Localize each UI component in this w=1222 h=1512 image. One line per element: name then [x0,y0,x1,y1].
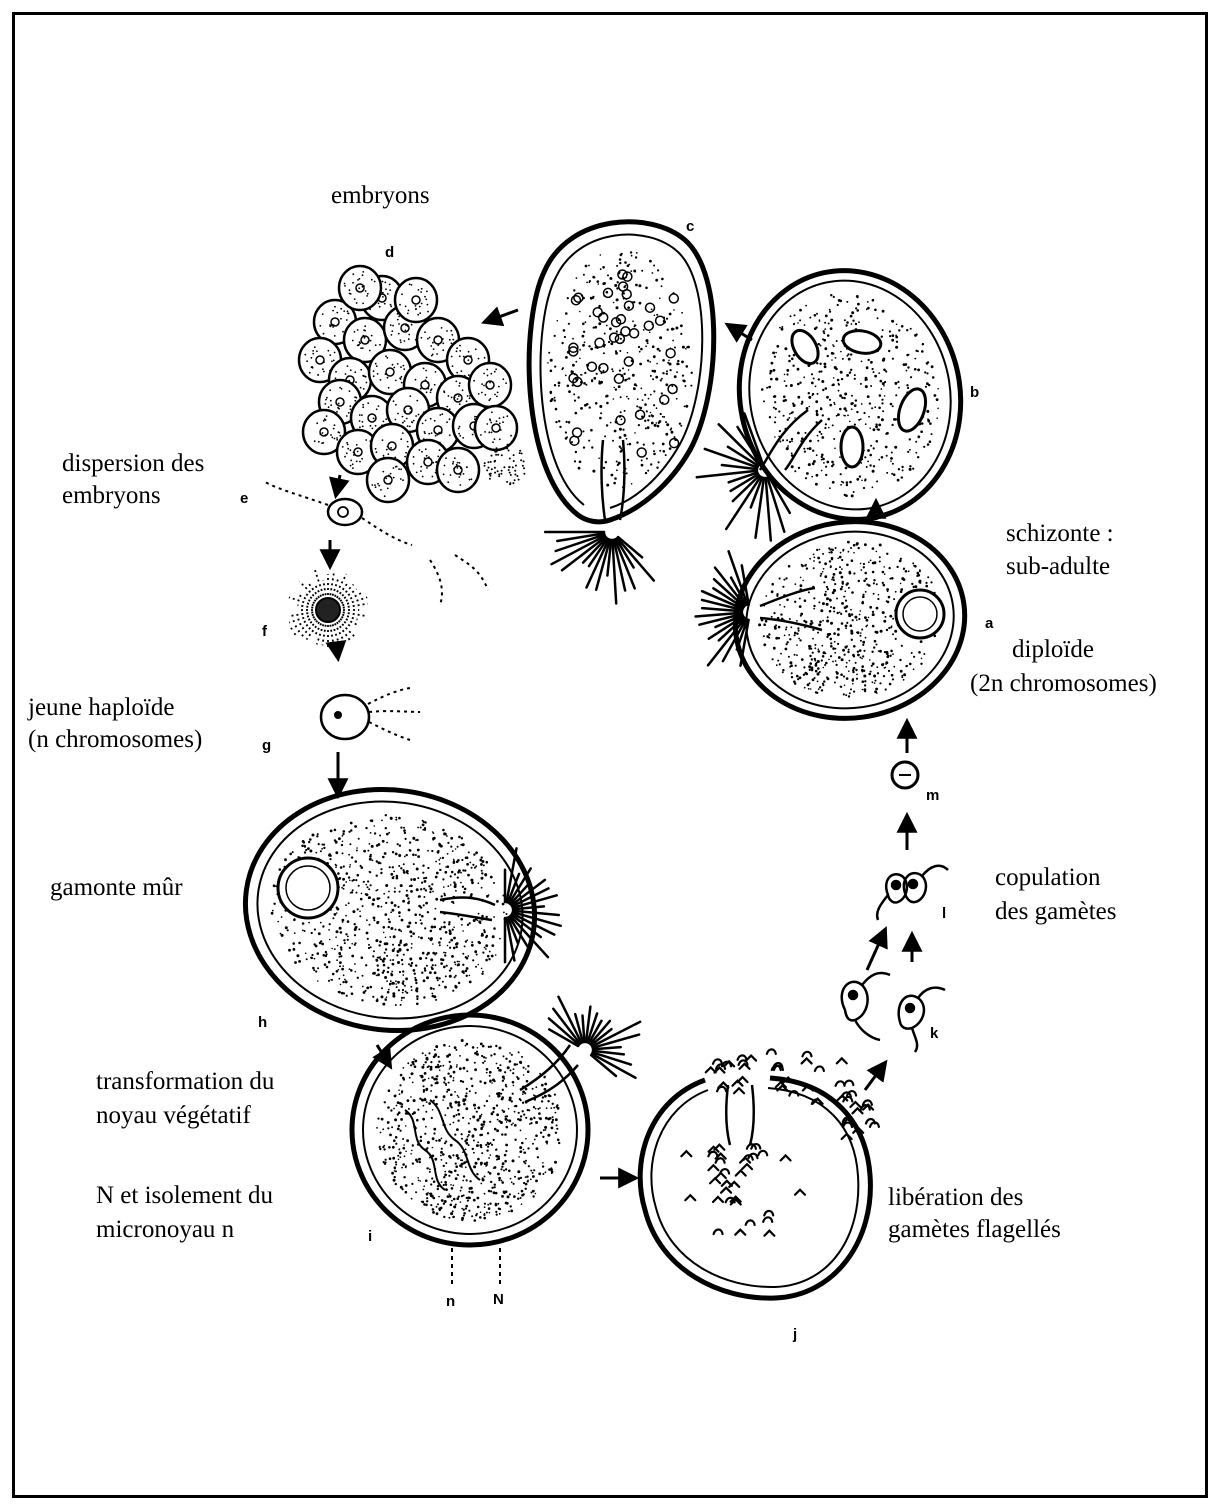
stage-letter-a: a [985,615,993,632]
label-embryons: embryons [331,180,430,211]
arrow-c-to-d [485,310,518,322]
label-transformation-1: transformation du [96,1066,274,1097]
stage-g-young-haploid [321,688,420,740]
label-liberation-1: libération des [888,1182,1023,1213]
stage-i-transformation [352,997,640,1288]
arrow-b-to-c [728,325,752,340]
label-transformation-2: noyau végétatif [96,1100,251,1131]
arrow-k-to-l-1 [867,930,885,970]
stage-letter-m: m [926,787,939,804]
stage-letter-k: k [930,1025,938,1042]
label-jeune-1: jeune haploïde [28,692,174,723]
label-jeune-2: (n chromosomes) [28,724,202,755]
stage-letter-d: d [385,244,394,261]
label-schizonte-1: schizonte : [1006,518,1114,549]
label-isolement-2: micronoyau n [96,1214,234,1245]
label-copulation-1: copulation [995,862,1101,893]
label-liberation-2: gamètes flagellés [888,1214,1061,1245]
stage-letter-i: i [368,1228,372,1245]
label-schizonte-2: sub-adulte [1006,551,1110,582]
stage-e-embryo [265,482,488,605]
stage-letter-h: h [258,1014,267,1031]
stage-h-gamonte [230,771,561,1049]
label-isolement-1: N et isolement du [96,1180,273,1211]
stage-c-cell [529,222,714,604]
label-dispersion-2: embryons [62,480,161,511]
label-dispersion-1: dispersion des [62,448,204,479]
stage-letter-f: f [262,623,267,640]
arrow-f-to-g [336,642,338,658]
arrow-d-to-e [336,475,340,495]
label-diploide-1: diploïde [1012,634,1094,665]
stage-d-embryo-cluster [299,266,525,502]
stage-letter-micronucleus-n: n [446,1293,455,1310]
stage-letter-g: g [262,737,271,754]
arrow-j-to-k [865,1063,885,1090]
label-gamonte: gamonte mûr [50,872,183,903]
stage-l-copulation [877,866,948,920]
label-copulation-2: des gamètes [995,896,1116,927]
label-diploide-2: (2n chromosomes) [970,668,1157,699]
stage-j-liberation [640,1049,879,1298]
stage-letter-b: b [970,384,979,401]
stage-b-cell [697,250,984,541]
stage-letter-c: c [686,218,694,235]
stage-letter-e: e [240,490,248,507]
stage-f-embryo [289,570,368,649]
stage-letter-l: l [942,905,946,922]
stage-letter-j: j [793,1326,797,1343]
stage-a-schizonte [696,507,978,733]
stage-letter-nucleus-N: N [493,1291,504,1308]
stage-m-zygote [892,762,918,788]
